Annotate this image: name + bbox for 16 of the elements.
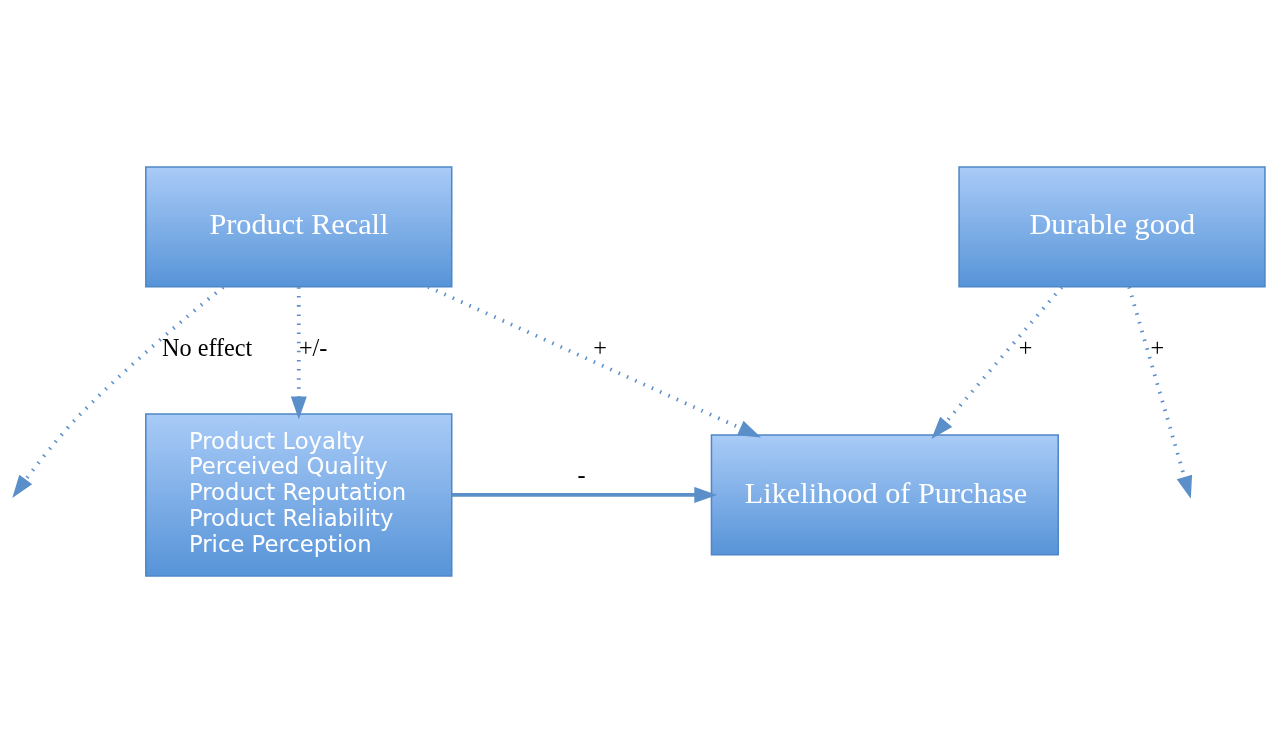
edge-label: -: [577, 460, 586, 487]
edge-label: +/-: [298, 333, 328, 361]
edge-label: +: [593, 333, 607, 361]
arrow: [12, 285, 225, 498]
node-box: Product Recall: [145, 165, 453, 287]
arrow: [931, 285, 1064, 439]
arrow: [290, 286, 307, 419]
node-box: Durable good: [958, 165, 1266, 287]
arrow: [1127, 286, 1193, 499]
edge-label: +: [1018, 333, 1033, 361]
node-box: Product Loyalty Perceived Quality Product Reputation Product Reliability Price Perception: [145, 412, 453, 577]
arrow: [427, 284, 762, 437]
arrow: [452, 486, 718, 503]
edge-label: +: [1150, 333, 1165, 361]
edge-label: No effect: [161, 333, 253, 361]
node-box: Likelihood of Purchase: [710, 433, 1059, 555]
